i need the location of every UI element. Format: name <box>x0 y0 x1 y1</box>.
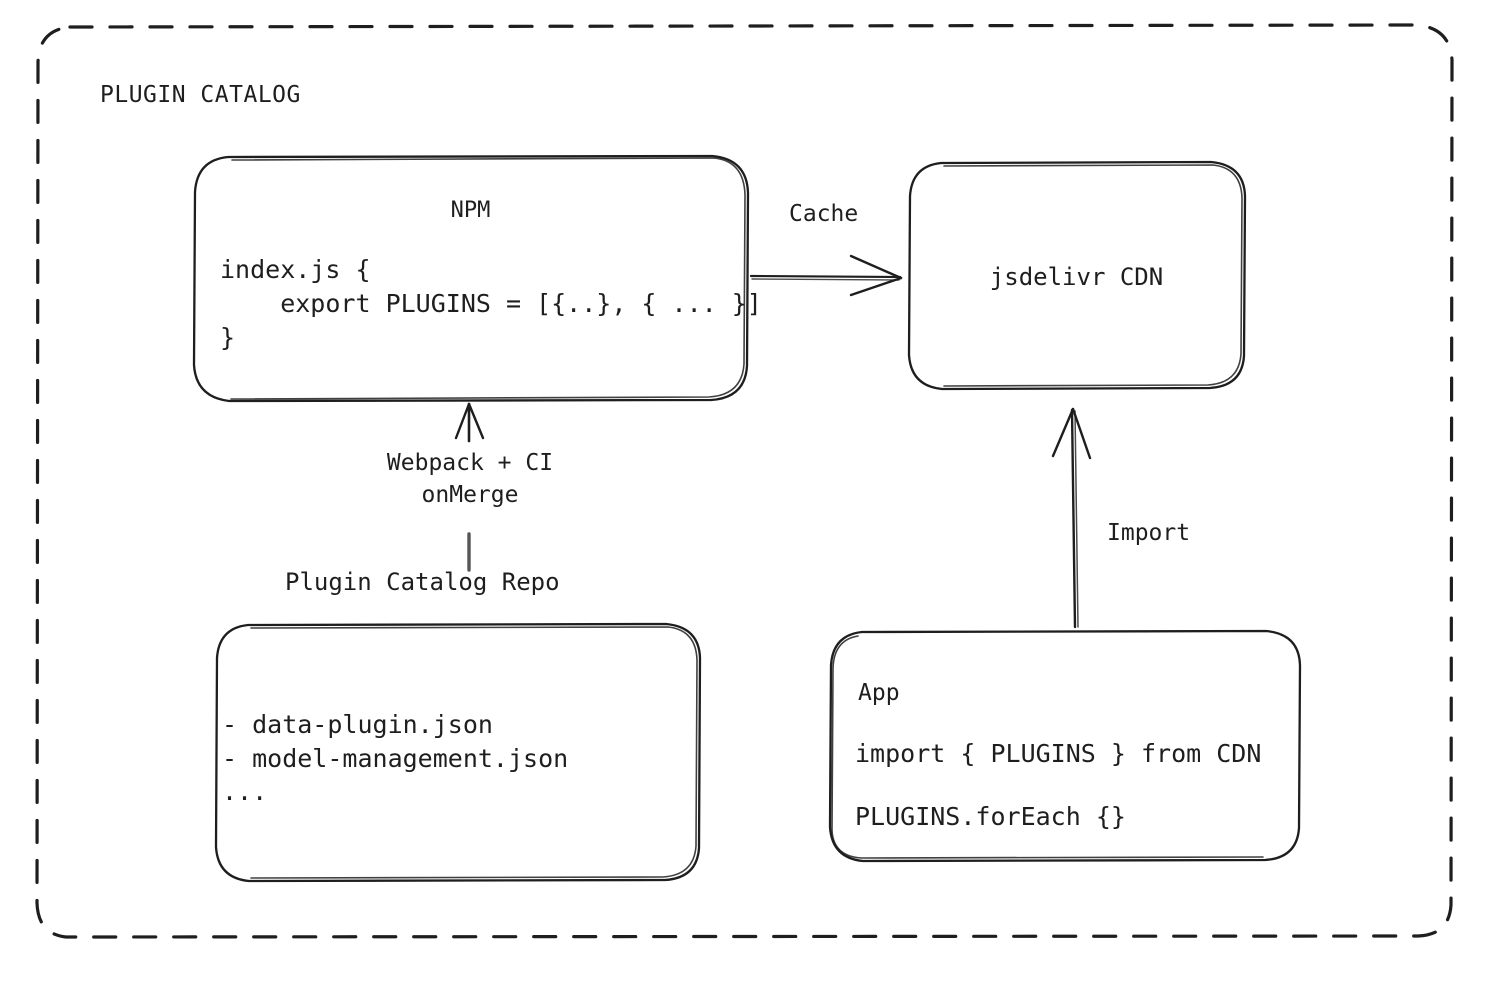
cdn-node-title: jsdelivr CDN <box>989 263 1164 291</box>
import-edge-label: Import <box>1107 520 1191 546</box>
npm-node-title: NPM <box>450 198 491 223</box>
app-node-foreach-line: PLUGINS.forEach {} <box>855 802 1126 831</box>
group-title: PLUGIN CATALOG <box>100 82 301 108</box>
repo-node-file-list: - data-plugin.json - model-management.js… <box>222 710 569 806</box>
app-node-title: App <box>858 680 900 706</box>
repo-node-caption: Plugin Catalog Repo <box>285 568 560 596</box>
cache-arrow <box>749 254 903 297</box>
app-node-import-line: import { PLUGINS } from CDN <box>855 739 1262 768</box>
cache-edge-label: Cache <box>789 201 859 227</box>
build-edge-label: Webpack + CI onMerge <box>386 450 554 509</box>
import-arrow <box>1051 407 1092 629</box>
npm-node-code: index.js { export PLUGINS = [{..}, { ...… <box>220 255 762 352</box>
